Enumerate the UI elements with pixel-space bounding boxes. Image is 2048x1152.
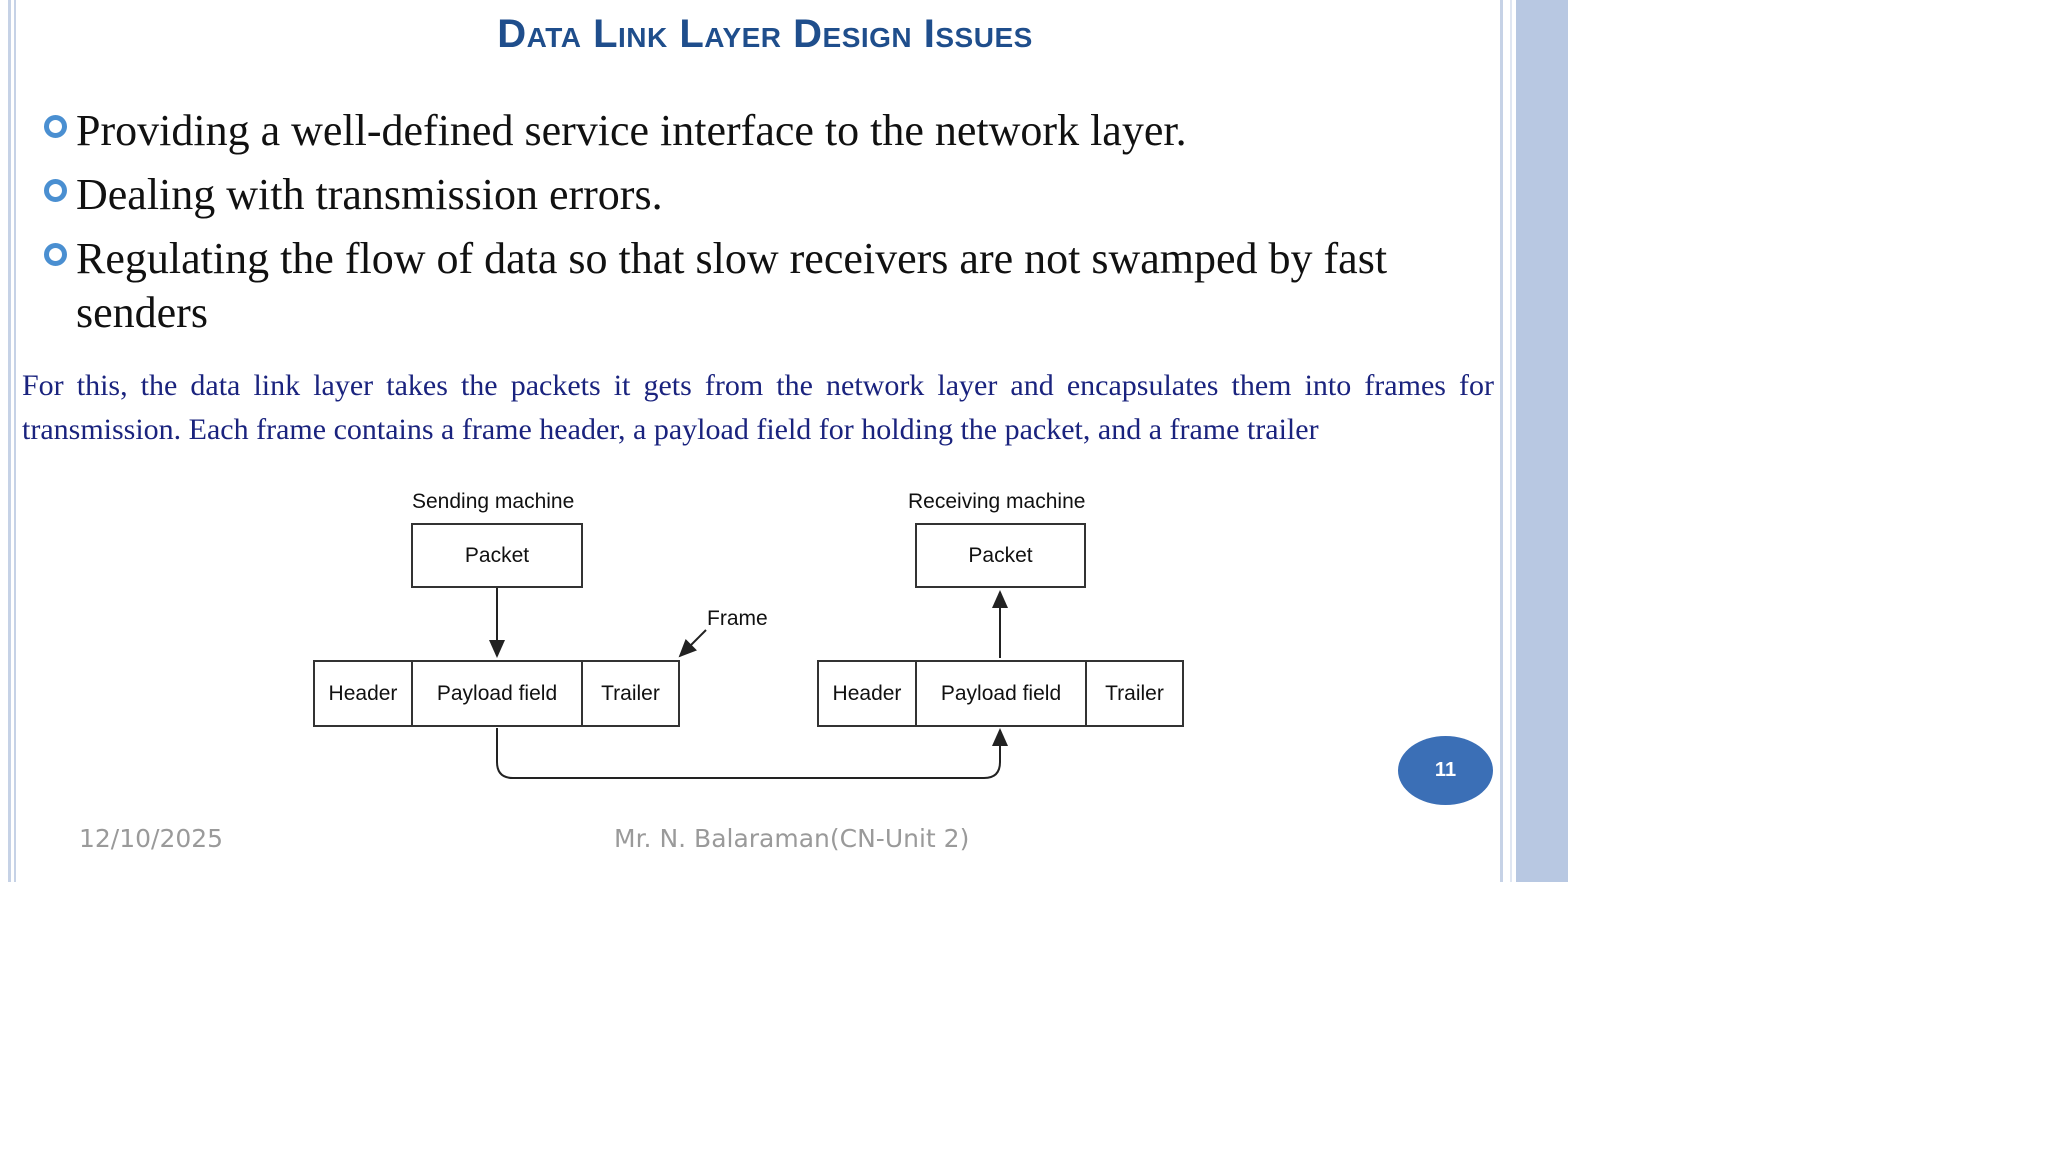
explanation-paragraph: For this, the data link layer takes the …	[22, 369, 1494, 446]
bullet-circle-icon	[44, 179, 67, 202]
footer-date: 12/10/2025	[79, 824, 224, 853]
bullet-list: Providing a well-defined service interfa…	[44, 104, 1484, 350]
bullet-text: Providing a well-defined service interfa…	[76, 106, 1187, 155]
receiver-trailer-box: Trailer	[1085, 660, 1184, 727]
page-number-badge: 11	[1398, 736, 1493, 805]
sender-trailer-box: Trailer	[581, 660, 680, 727]
slide-title: Data Link Layer Design Issues	[497, 12, 1033, 56]
receiving-machine-label: Receiving machine	[908, 490, 1086, 513]
bullet-item: Providing a well-defined service interfa…	[44, 104, 1484, 158]
transmission-path-arrow	[496, 728, 1008, 779]
left-border-line-inner	[14, 0, 16, 882]
bullet-circle-icon	[44, 243, 67, 266]
bullet-circle-icon	[44, 115, 67, 138]
bullet-text: Regulating the flow of data so that slow…	[76, 234, 1388, 337]
frame-label: Frame	[707, 607, 768, 630]
bullet-item: Regulating the flow of data so that slow…	[44, 232, 1484, 340]
frame-diagram-lines	[489, 588, 1008, 779]
receiver-payload-box: Payload field	[915, 660, 1087, 727]
sending-machine-label: Sending machine	[412, 490, 575, 513]
footer-author: Mr. N. Balaraman(CN-Unit 2)	[614, 824, 970, 853]
right-band-edge	[1510, 0, 1512, 882]
frame-pointer-arrow	[678, 629, 707, 658]
sender-payload-box: Payload field	[411, 660, 583, 727]
right-side-band	[1516, 0, 1568, 882]
bullet-text: Dealing with transmission errors.	[76, 170, 663, 219]
right-border-line	[1500, 0, 1503, 882]
receiver-header-box: Header	[817, 660, 917, 727]
sender-packet-box: Packet	[411, 523, 583, 588]
left-border-line	[8, 0, 11, 882]
receiver-packet-box: Packet	[915, 523, 1086, 588]
sender-header-box: Header	[313, 660, 413, 727]
bullet-item: Dealing with transmission errors.	[44, 168, 1484, 222]
